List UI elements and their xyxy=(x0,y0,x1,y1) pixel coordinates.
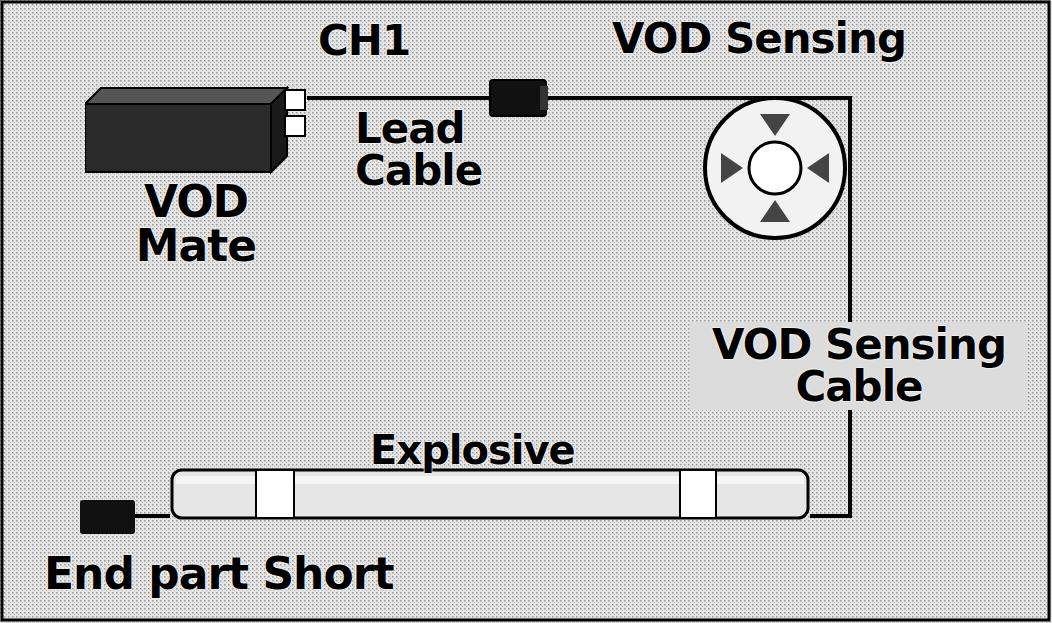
cable-plug xyxy=(490,80,548,116)
end-wire xyxy=(133,514,170,518)
cable-reel xyxy=(705,98,845,238)
sensing-cable xyxy=(307,98,850,516)
explosive-charge: Explosive xyxy=(170,430,810,522)
sensing-cable-label: VOD Sensing Cable xyxy=(690,322,1028,410)
end-short-plug xyxy=(80,500,135,534)
vod-mate-unit: VOD Mate xyxy=(85,82,307,268)
node-heading: Explosive xyxy=(370,430,575,470)
channel-label: CH1 xyxy=(318,20,410,62)
lead-cable-label: Lead Cable xyxy=(355,108,505,192)
instrument-box xyxy=(85,82,307,178)
vod-sensing-label: VOD Sensing xyxy=(612,18,906,60)
explosive-cylinder xyxy=(170,468,810,520)
end-short-label: End part Short xyxy=(44,552,393,596)
device-name: VOD Mate xyxy=(121,180,271,268)
